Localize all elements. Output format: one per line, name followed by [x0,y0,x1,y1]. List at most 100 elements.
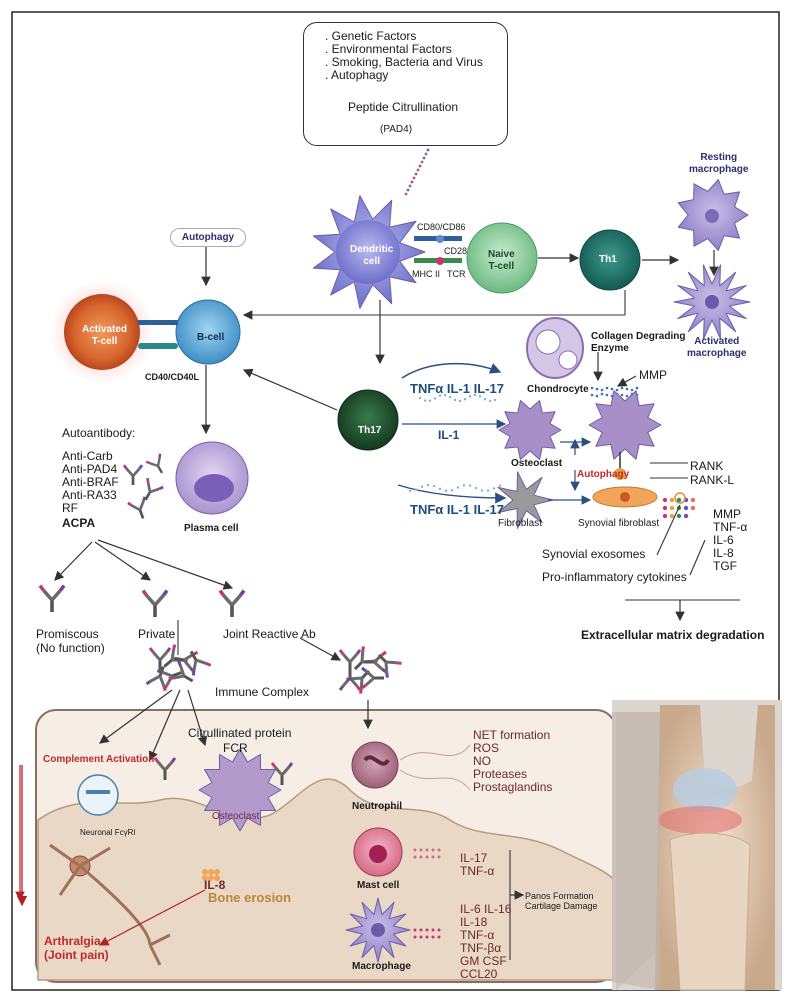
mmp-arrow [616,375,637,387]
naive-t-cell-label: Naive T-cell [488,249,515,272]
acpa-to-private-arrow [94,541,151,581]
neuronal-receptor-icon [77,774,119,816]
macrophage-particle [419,928,423,932]
mhc2-label: MHC II [412,269,440,279]
mast-cell-nucleus [369,845,387,863]
cytokine-dot [473,393,477,397]
activated-macrophage-nucleus [705,295,719,309]
mmp-dot [600,392,604,396]
tcr-node [436,257,444,265]
il8-particle [202,875,208,881]
mmp-dot [625,387,629,391]
mast-granule [437,848,441,852]
product-item: Prostaglandins [473,780,553,794]
mast-cell-label: Mast cell [357,880,400,891]
mmp-dot [590,386,594,390]
macrophage-particle [413,935,417,939]
product-item: Proteases [473,767,528,781]
cytokine-dot [456,486,460,489]
tcr-label: TCR [447,269,466,279]
cd80-cd86-label: CD80/CD86 [417,222,466,232]
immune-complex-antibody [338,649,362,672]
mmp-dot [620,393,624,397]
immune-complex-antibody [189,650,212,676]
mmp-dot [600,388,604,392]
rank-label: RANK [690,459,724,473]
joint-antibody-icon [218,589,246,618]
cytokine-particle [676,497,682,503]
synovial-exosomes-label: Synovial exosomes [542,547,646,561]
il8-particle [208,869,214,875]
exosome-pointer [656,504,681,556]
cytokine-particle [662,505,668,511]
mast-granule [419,855,423,859]
macrophage-particle [437,935,441,939]
trigger-box [303,22,508,146]
cytokine-dot [428,399,432,402]
cd40-label: CD40/CD40L [145,372,200,382]
autoantibody-item: Anti-BRAF [62,475,119,489]
cytokine-dot [478,395,482,398]
cytokine-dot [463,398,467,401]
tibia-bone [669,832,751,991]
citrullinated-protein-label: Citrullinated protein [188,726,292,740]
product-item: CCL20 [460,967,498,981]
citrulline-dot [416,168,420,172]
private-label: Private [138,627,176,641]
cytokine-particle [662,497,668,503]
cd28-label: CD28 [444,246,468,256]
mmp-dot [605,393,609,397]
cytokine-particle [690,497,696,503]
immune-complex-label: Immune Complex [215,685,310,699]
activated-t-cell-label: Activated T-cell [82,324,128,347]
product-item: NET formation [473,728,551,742]
figure-border [11,11,780,991]
th17-cytokines-3: TNFα IL-1 IL-17 [410,502,504,517]
cytokine-item: TNF-α [713,520,748,534]
trigger-item: . Genetic Factors [325,29,417,43]
immune-complex-antibody [364,650,387,674]
collagen-enzyme-label: Collagen Degrading Enzyme [591,331,686,354]
product-item: TNF-α [460,864,495,878]
immune-complex-antibody [361,666,384,690]
il8-particle [208,875,214,881]
fcr-antibody-icon [153,757,177,780]
il8-particle [202,869,208,875]
neutrophil-icon [351,741,399,789]
fibroblast-icon [497,471,554,529]
citrulline-dot [410,180,414,184]
synovial-fibroblast-label: Synovial fibroblast [578,518,660,529]
autoantibody-item: RF [62,501,78,515]
mast-granule [431,855,435,859]
macrophage-particle [431,928,435,932]
promiscous-label: Promiscous (No function) [36,627,105,655]
mmp-dot [625,394,629,398]
th1-label: Th1 [599,254,617,265]
rankl-node [614,468,626,480]
promiscous-antibody-icon [38,584,66,613]
th1-cell-icon [579,229,641,291]
b-cell-icon [175,299,241,365]
mast-granule [419,848,423,852]
citrulline-dot [412,176,416,180]
cytokine-dot [483,398,487,401]
cytokine-dot [468,484,472,487]
trigger-item: . Smoking, Bacteria and Virus [325,55,483,69]
mmp-dot [595,387,599,391]
mmp-dot [615,388,619,392]
neutrophil-label: Neutrophil [352,801,402,812]
cytokine-dot [433,397,437,400]
th17-label: Th17 [358,425,382,436]
dendritic-cell-label: Dendritic cell [350,244,394,267]
antibody-icon [145,453,164,474]
mmp-dot [610,387,614,391]
osteoclast-rank-icon [588,390,662,460]
acpa-to-joint-arrow [97,539,234,590]
activated-t-cell-icon [64,294,140,370]
immune-complex-antibody [168,660,194,683]
th17-cytokines-2: IL-1 [438,428,460,442]
exosome-icon [674,492,686,504]
plasma-cell-nucleus [194,474,234,502]
citrulline-dot [426,148,430,152]
